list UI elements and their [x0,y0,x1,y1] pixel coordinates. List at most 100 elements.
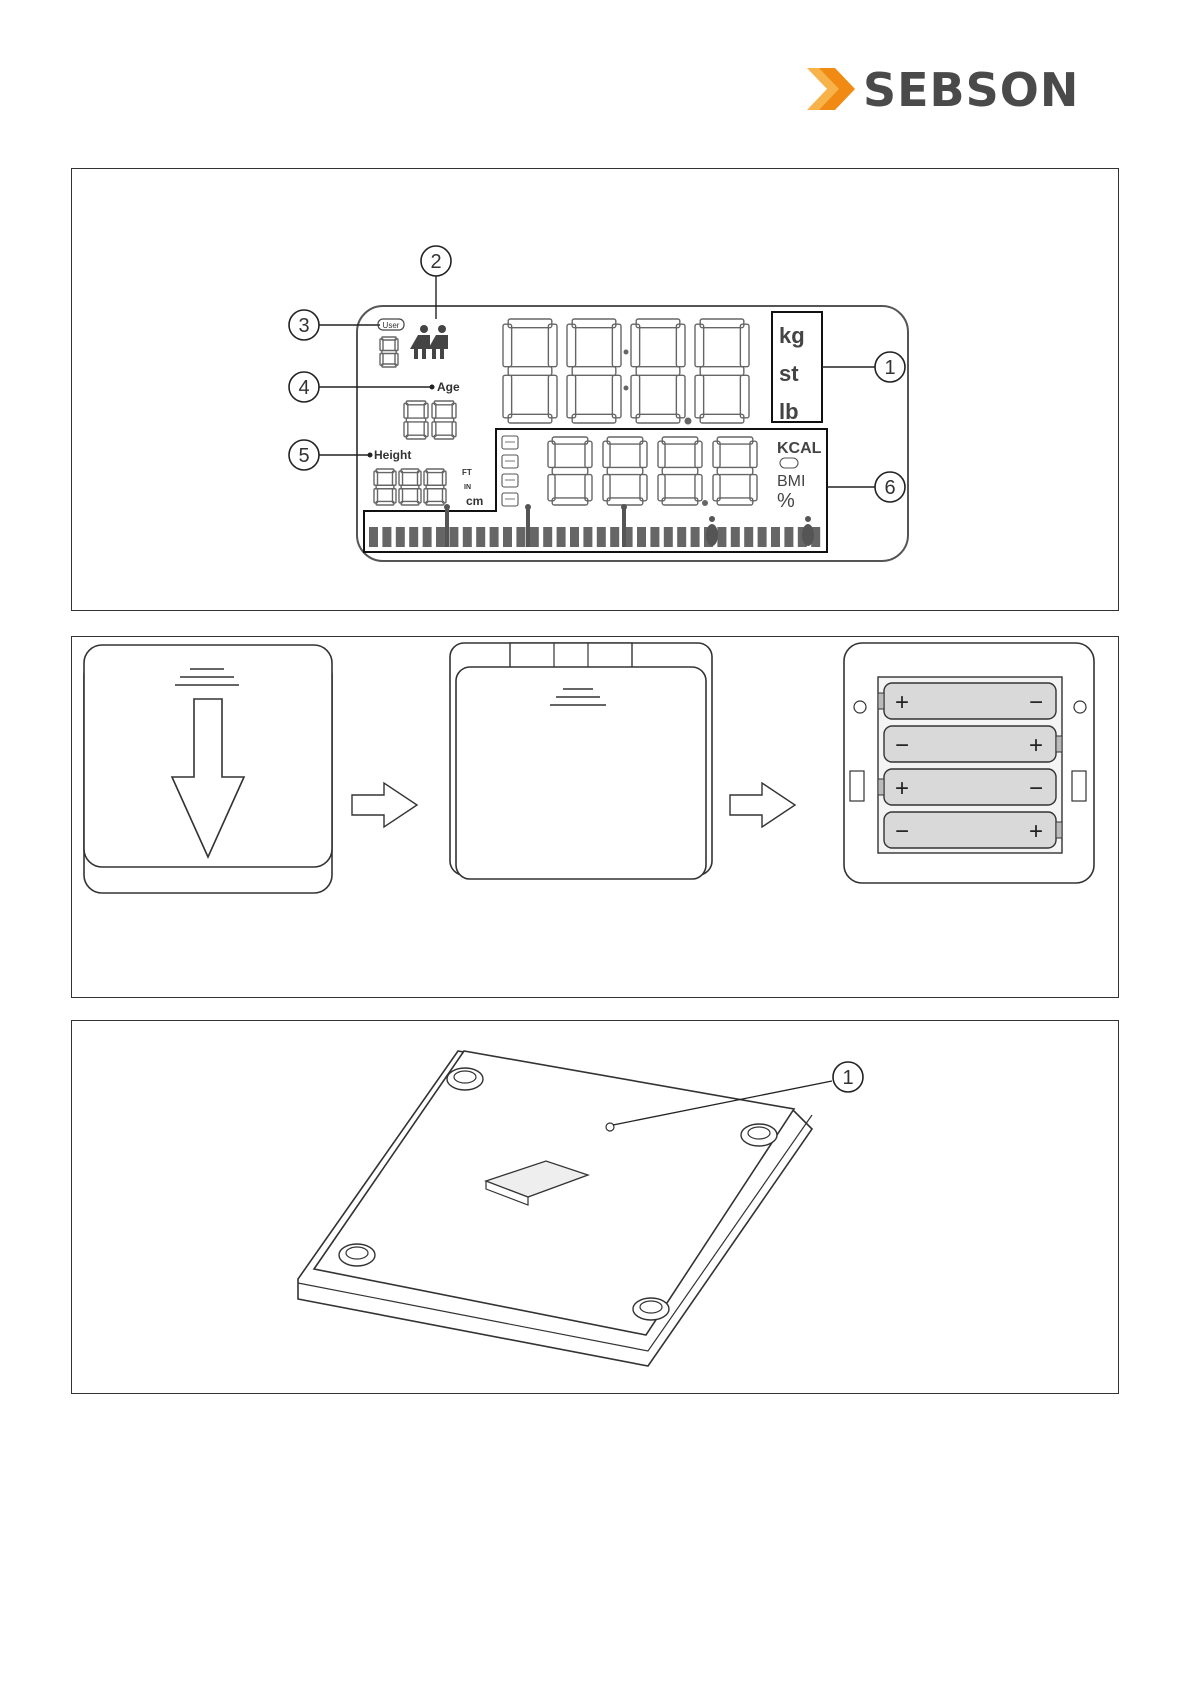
colon-dot [624,386,629,391]
callout-3: 3 [289,310,319,340]
bar-marker-body [706,524,718,546]
side-clip [1072,771,1086,801]
battery-cell: −+ [884,812,1062,848]
bar-segment [557,527,566,547]
battery-terminal [878,693,884,709]
bar-segment [503,527,512,547]
screw-icon [854,701,866,713]
rubber-foot [447,1068,483,1090]
bar-segment [369,527,378,547]
bar-segment [677,527,686,547]
battery-terminal [878,779,884,795]
bar-segment [744,527,753,547]
bar-segment [650,527,659,547]
callout-dot [368,453,373,458]
bar-segment [382,527,391,547]
height-label: Height [374,448,411,462]
height-unit-in: IN [464,484,471,491]
foot-inner [346,1247,368,1259]
callout-2: 2 [421,246,451,276]
callout-4: 4 [289,372,319,402]
user-label: User [383,321,400,330]
battery-installation-panel: +−−++−−+ [71,636,1119,998]
height-unit-ft: FT [462,468,472,477]
bar-segment [758,527,767,547]
bar-marker-head [525,504,531,510]
main-unit-st: st [779,361,799,386]
bar-marker-head [709,516,715,522]
battery-polarity-left: − [895,732,909,759]
height-unit-cm: cm [466,494,483,508]
bar-segment [543,527,552,547]
battery-cover-open [450,643,712,879]
decimal-dot [685,418,692,425]
bar-segment [423,527,432,547]
bar-marker [622,509,626,547]
bar-marker [445,509,449,547]
secondary-unit-bmi: BMI [777,473,805,490]
bar-segment [490,527,499,547]
cover-lid [456,667,706,879]
bar-segment [463,527,472,547]
logo-chevron-icon [805,66,857,112]
callout-number: 1 [842,1067,853,1089]
bar-segment [664,527,673,547]
bar-marker-head [444,504,450,510]
screw-icon [1074,701,1086,713]
callout-5: 5 [289,440,319,470]
bar-segment [717,527,726,547]
bar-segment [476,527,485,547]
main-unit-kg: kg [779,323,805,348]
battery-polarity-left: − [895,818,909,845]
callout-number: 3 [298,315,309,337]
bar-segment [771,527,780,547]
foot-inner [748,1127,770,1139]
brand-name: SEBSON [863,60,1079,120]
battery-terminal [1056,736,1062,752]
battery-polarity-right: − [1029,689,1043,716]
age-label: Age [437,380,460,394]
battery-cell: +− [878,683,1056,719]
bar-segment [597,527,606,547]
right-arrow-icon [352,783,417,827]
bar-marker-body [802,524,814,546]
callout-1: 1 [833,1062,863,1092]
bar-marker-head [805,516,811,522]
bar-segment [583,527,592,547]
battery-compartment: +−−++−−+ [844,643,1094,883]
battery-polarity-right: + [1029,732,1043,759]
bar-segment [396,527,405,547]
person-head [420,325,428,333]
battery-polarity-left: + [895,775,909,802]
colon-dot [624,350,629,355]
brand-logo: SEBSON [805,60,1065,120]
bar-segment [637,527,646,547]
bar-segment [409,527,418,547]
battery-cover-closed [84,645,332,893]
battery-polarity-left: + [895,689,909,716]
battery-cell: −+ [884,726,1062,762]
battery-polarity-right: + [1029,818,1043,845]
person-head [438,325,446,333]
secondary-unit-kcal: KCAL [777,440,822,457]
callout-number: 6 [884,477,895,499]
callout-number: 2 [430,251,441,273]
bar-marker [526,509,530,547]
bar-segment [436,527,445,547]
rubber-foot [339,1244,375,1266]
secondary-unit-percent: % [777,490,795,512]
battery-steps-figure: +−−++−−+ [72,637,1118,997]
callout-number: 5 [298,445,309,467]
sensor-dot [606,1123,614,1131]
callout-6: 6 [875,472,905,502]
bar-marker-head [621,504,627,510]
battery-cell: +− [878,769,1056,805]
battery-terminal [1056,822,1062,838]
bar-segment [610,527,619,547]
main-unit-lb: lb [779,399,799,424]
bar-segment [784,527,793,547]
callout-number: 4 [298,377,309,399]
foot-inner [454,1071,476,1083]
scale-underside-figure: 1 [72,1021,1118,1393]
